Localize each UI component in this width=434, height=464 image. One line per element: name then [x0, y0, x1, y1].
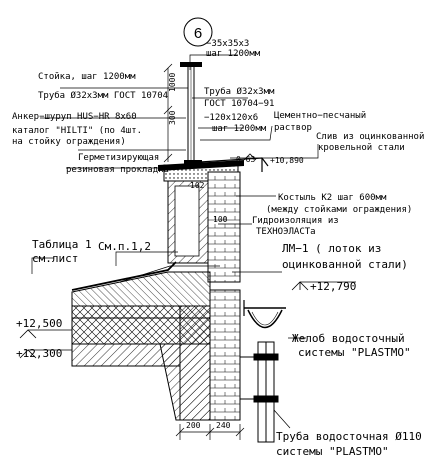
label-pipe-right-1: Труба Ø32х3мм [204, 86, 275, 97]
wall-section [179, 289, 241, 421]
label-plate-2: шаг 1200мм [212, 124, 267, 134]
label-sealant-1: Герметизирующая [78, 153, 159, 163]
label-cement-1: Цементно−песчаный [274, 111, 366, 121]
railing-post [180, 62, 202, 164]
label-elev-12500: +12,500 [16, 317, 62, 330]
elevation-marks [19, 153, 356, 359]
label-anchor-1: Анкер−шуруп HUS−HR 8х60 [12, 112, 137, 122]
label-see-ref: См.п.1,2 [98, 240, 151, 253]
label-tray-1: ЛМ−1 ( лоток из [282, 242, 381, 255]
bottom-dimensions [175, 424, 245, 440]
label-bracket-2: (между стойками ограждения) [266, 205, 412, 215]
label-elev-12790: +12,790 [310, 280, 356, 293]
label-table-1: Таблица 1 [32, 238, 92, 251]
leader-lines [31, 54, 319, 429]
label-gutter-1: Желоб водосточный [292, 332, 405, 345]
label-dim-100: 100 [213, 215, 228, 224]
label-elev-top: +10,890 [270, 156, 304, 165]
label-drip-1: Слив из оцинкованной [316, 132, 424, 142]
dim-1000: 1000 [168, 73, 177, 92]
annotation-text: −35x35x3 шаг 1200мм Стойка, шаг 1200мм Т… [12, 39, 424, 458]
label-gutter-2: системы "PLASTMO" [298, 346, 411, 359]
label-post: Стойка, шаг 1200мм [38, 72, 136, 82]
label-waterproof-1: Гидроизоляция из [252, 216, 339, 226]
detail-marker: 6 [183, 17, 213, 47]
label-angle: −35x35x3 [206, 39, 249, 49]
detail-number: 6 [194, 25, 202, 42]
label-elev-12300: +12,300 [16, 347, 62, 360]
label-dim-240: 240 [216, 421, 231, 430]
label-post-pipe: Труба Ø32х3мм ГОСТ 10704 [38, 90, 168, 101]
label-downpipe-1: Труба водосточная Ø110 [276, 430, 422, 443]
gutter [243, 300, 286, 329]
label-anchor-3: на стойку ограждения) [12, 137, 126, 147]
label-dim-102: 102 [190, 181, 205, 190]
label-drip-2: кровельной стали [318, 143, 405, 153]
label-angle-step: шаг 1200мм [206, 49, 261, 59]
label-bracket-1: Костыль К2 шаг 600мм [278, 193, 387, 203]
label-plate-1: −120х120х6 [204, 113, 258, 123]
downpipe [240, 341, 279, 443]
label-slope: 0,63 [236, 155, 255, 164]
label-sealant-2: резиновая прокладка [66, 165, 169, 175]
post-dimension [163, 63, 173, 163]
label-downpipe-2: системы "PLASTMO" [276, 445, 389, 458]
label-pipe-right-2: ГОСТ 10704−91 [204, 99, 274, 109]
label-cement-2: раствор [274, 123, 312, 133]
label-tray-2: оцинкованной стали) [282, 258, 408, 271]
label-table-2: см.лист [32, 252, 78, 265]
label-anchor-2: каталог "HILTI" (по 4шт. [12, 126, 142, 136]
label-waterproof-2: ТЕХНОЭЛАСТа [256, 227, 316, 237]
parapet [158, 160, 244, 283]
label-dim-200: 200 [186, 421, 201, 430]
